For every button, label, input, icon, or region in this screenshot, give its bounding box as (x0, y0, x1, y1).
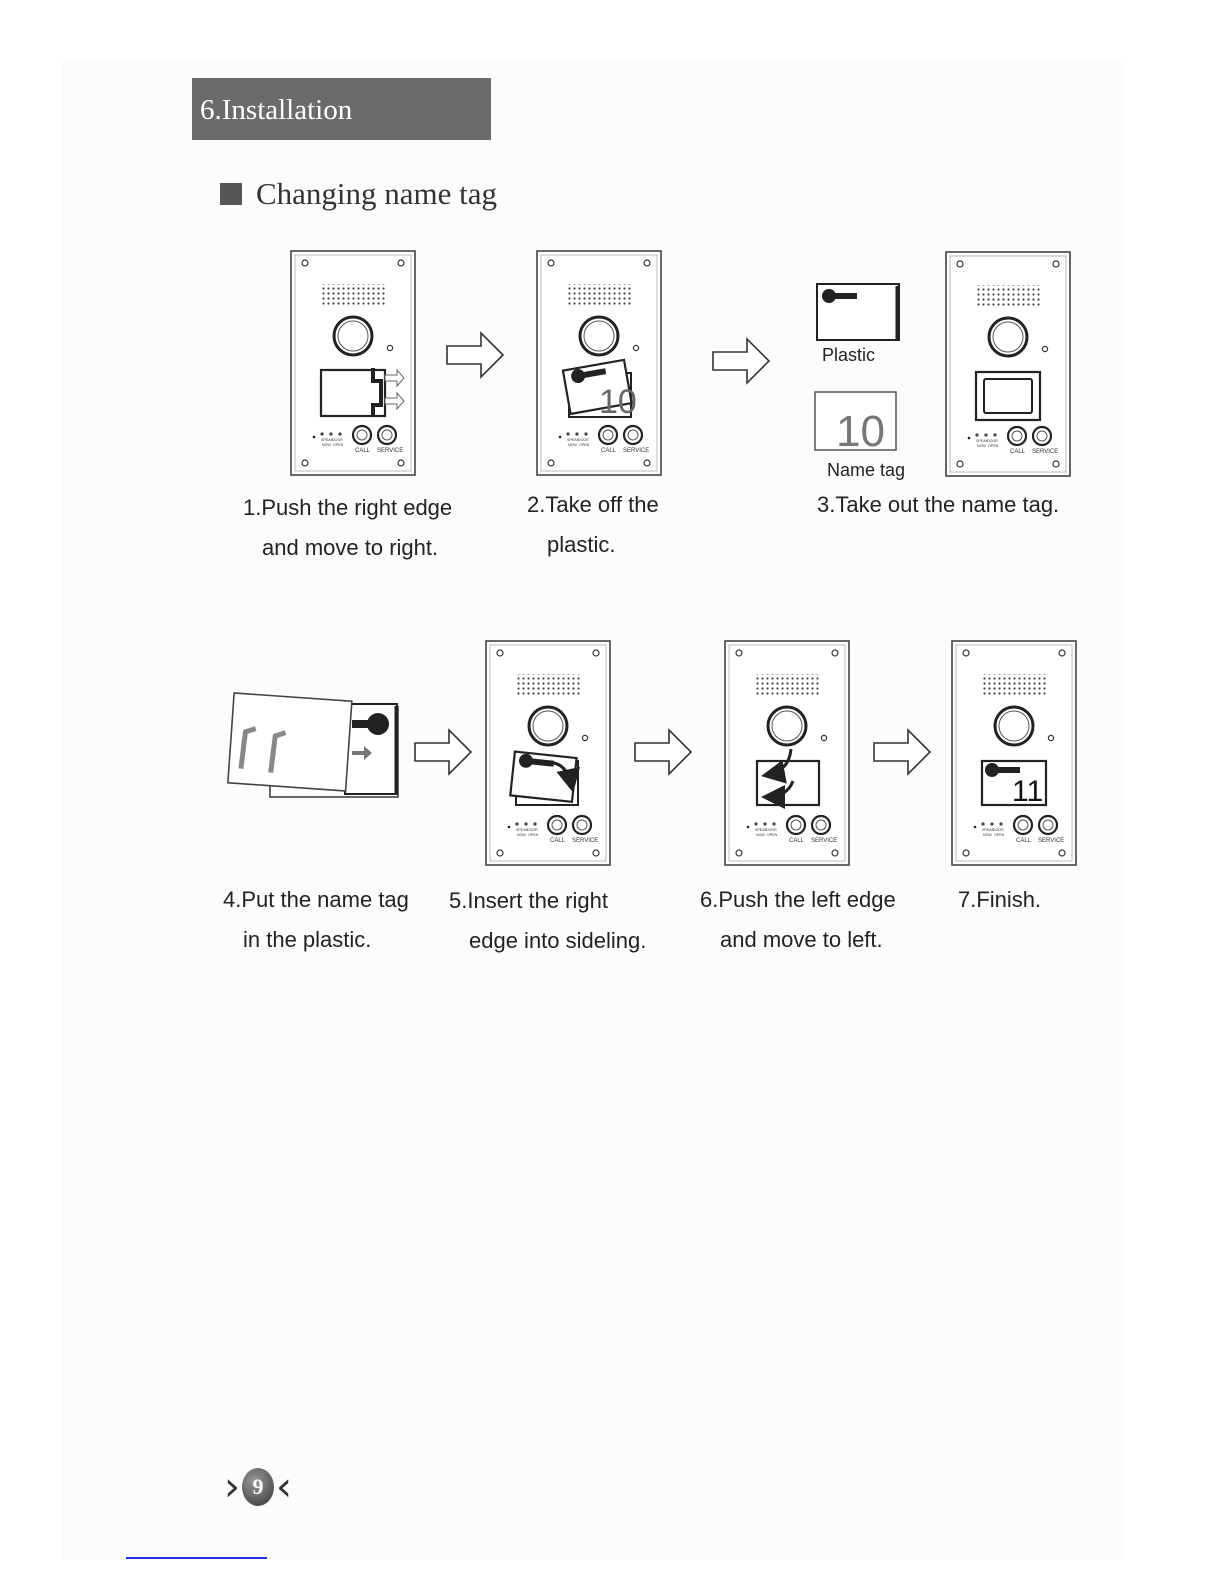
svg-text:DOOR: DOOR (527, 828, 538, 832)
step3-panel: SPEAK DOOR NOW OPEN CALL SERVICE (944, 250, 1072, 478)
svg-text:OPEN: OPEN (333, 443, 344, 447)
svg-text:SPEAK: SPEAK (976, 439, 989, 443)
subsection-heading: Changing name tag (220, 176, 497, 212)
svg-text:CALL: CALL (1016, 838, 1032, 844)
step6-caption-line1: 6.Push the left edge (700, 887, 896, 912)
svg-text:DOOR: DOOR (987, 439, 998, 443)
svg-text:NOW: NOW (322, 443, 331, 447)
step1-caption-line2: and move to right. (262, 535, 439, 560)
page-number: 9 (242, 1468, 274, 1506)
svg-text:SERVICE: SERVICE (377, 448, 403, 454)
svg-text:NOW: NOW (517, 833, 526, 837)
arrow-right-icon (446, 332, 504, 378)
svg-text:CALL: CALL (550, 838, 566, 844)
svg-text:NOW: NOW (568, 443, 577, 447)
svg-text:DOOR: DOOR (578, 438, 589, 442)
svg-text:OPEN: OPEN (988, 444, 999, 448)
step2-caption-line2: plastic. (547, 532, 616, 557)
arrow-right-icon (712, 338, 770, 384)
chevron-right-icon: › (224, 1464, 240, 1510)
svg-text:CALL: CALL (601, 448, 617, 454)
svg-text:SPEAK: SPEAK (516, 828, 529, 832)
step3-parts: 10 (814, 283, 900, 456)
step1-panel: SPEAK DOOR NOW OPEN CALL SERVICE (289, 249, 417, 477)
svg-text:DOOR: DOOR (766, 828, 777, 832)
step2-caption-line1: 2.Take off the (527, 492, 659, 517)
svg-text:NOW: NOW (983, 833, 992, 837)
svg-text:SPEAK: SPEAK (321, 438, 334, 442)
arrow-right-icon (634, 729, 692, 775)
svg-text:SERVICE: SERVICE (572, 838, 598, 844)
step4-caption-line1: 4.Put the name tag (223, 887, 409, 912)
section-title: 6.Installation (200, 94, 353, 126)
svg-text:SERVICE: SERVICE (811, 838, 837, 844)
svg-text:CALL: CALL (1010, 449, 1026, 455)
svg-text:SPEAK: SPEAK (567, 438, 580, 442)
step5-caption-line2: edge into sideling. (469, 928, 647, 953)
plastic-label: Plastic (822, 345, 876, 365)
square-bullet-icon (220, 183, 242, 205)
svg-text:OPEN: OPEN (994, 833, 1005, 837)
arrow-right-icon (873, 729, 931, 775)
svg-text:OPEN: OPEN (528, 833, 539, 837)
svg-text:SERVICE: SERVICE (1038, 838, 1064, 844)
name-tag-label: Name tag (827, 460, 906, 480)
svg-text:CALL: CALL (789, 838, 805, 844)
chevron-left-icon: ‹ (276, 1464, 292, 1510)
step7-panel: SPEAK DOOR NOW OPEN CALL SERVICE 11 (950, 639, 1078, 867)
step3-caption: 3.Take out the name tag. (817, 492, 1060, 517)
svg-text:SPEAK: SPEAK (755, 828, 768, 832)
key-icon (352, 713, 389, 735)
step2-panel: SPEAK DOOR NOW OPEN CALL SERVICE 10 (535, 249, 663, 477)
svg-text:OPEN: OPEN (579, 443, 590, 447)
svg-text:10: 10 (599, 383, 637, 421)
footer-link-underline (126, 1557, 267, 1559)
svg-text:10: 10 (836, 407, 885, 456)
step6-caption-line2: and move to left. (720, 927, 883, 952)
svg-text:NOW: NOW (756, 833, 765, 837)
step6-panel: SPEAK DOOR NOW OPEN CALL SERVICE (723, 639, 851, 867)
svg-text:11: 11 (1012, 775, 1043, 808)
svg-text:DOOR: DOOR (993, 828, 1004, 832)
svg-text:SPEAK: SPEAK (982, 828, 995, 832)
step5-caption-line1: 5.Insert the right (449, 888, 608, 913)
step4-tag-into-plastic (227, 692, 399, 798)
svg-text:DOOR: DOOR (332, 438, 343, 442)
section-banner: 6.Installation (192, 78, 491, 140)
svg-text:OPEN: OPEN (767, 833, 778, 837)
svg-text:SERVICE: SERVICE (1032, 449, 1058, 455)
subsection-title: Changing name tag (256, 176, 498, 211)
step1-caption-line1: 1.Push the right edge (243, 495, 453, 520)
svg-text:NOW: NOW (977, 444, 986, 448)
page-number-badge: › 9 ‹ (213, 1464, 303, 1510)
step4-caption-line2: in the plastic. (243, 927, 372, 952)
step7-caption: 7.Finish. (958, 887, 1042, 912)
arrow-right-icon (414, 729, 472, 775)
svg-text:CALL: CALL (355, 448, 371, 454)
step5-panel: SPEAK DOOR NOW OPEN CALL SERVICE (484, 639, 612, 867)
svg-text:SERVICE: SERVICE (623, 448, 649, 454)
